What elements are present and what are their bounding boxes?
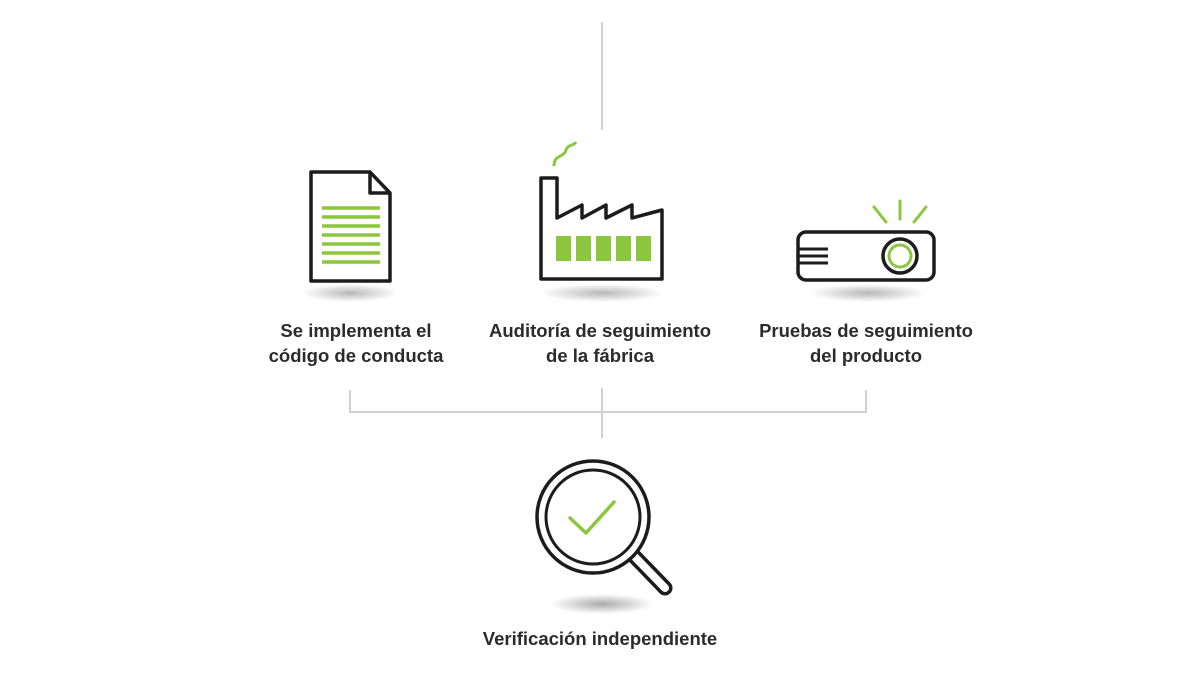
- step-label-line: de la fábrica: [546, 345, 654, 366]
- step-label-code-of-conduct: Se implementa el código de conducta: [206, 318, 506, 368]
- step-label-factory-audit: Auditoría de seguimiento de la fábrica: [450, 318, 750, 368]
- step-label-line: Auditoría de seguimiento: [488, 320, 712, 341]
- step-label-product-testing: Pruebas de seguimiento del producto: [716, 318, 1016, 368]
- projector-icon: [796, 199, 936, 302]
- step-label-line: código de conducta: [268, 345, 444, 366]
- document-icon: [302, 170, 398, 302]
- result-label: Verificación independiente: [482, 628, 718, 649]
- factory-icon: [539, 141, 664, 302]
- magnifier-check-icon: [535, 459, 673, 614]
- step-label-line: Se implementa el: [280, 320, 432, 341]
- step-label-line: del producto: [809, 345, 923, 366]
- bracket-connector: [349, 390, 867, 413]
- step-label-line: Pruebas de seguimiento: [759, 320, 973, 341]
